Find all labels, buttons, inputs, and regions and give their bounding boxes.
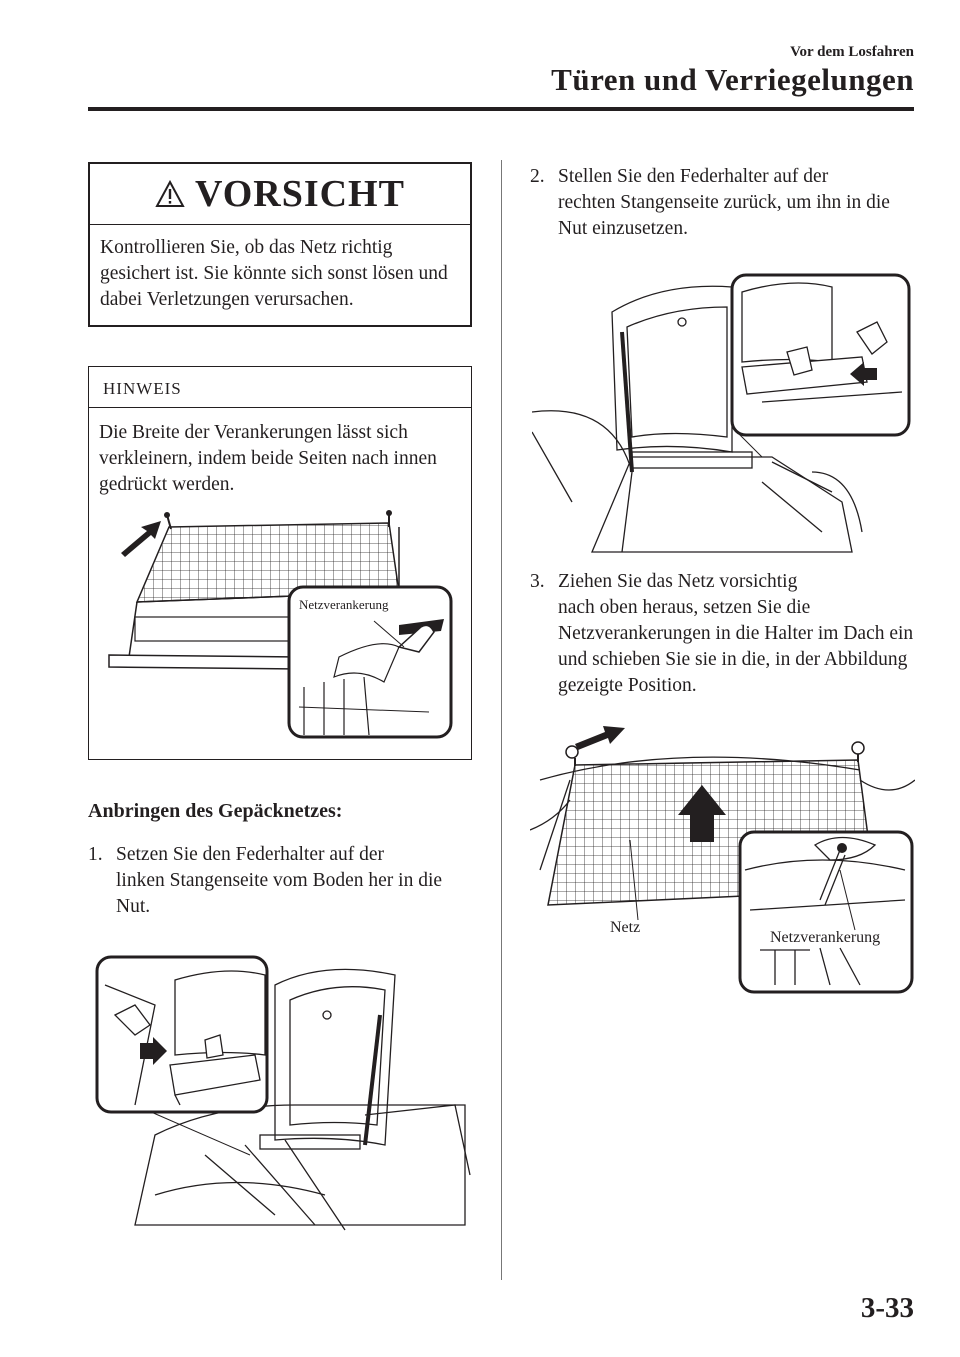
column-divider: [501, 160, 502, 1280]
note-text: Die Breite der Verankerungen lässt sich …: [99, 422, 437, 495]
header-rule: [88, 107, 914, 111]
step-1-number: 1.: [88, 844, 103, 865]
step-3-text: nach oben heraus, setzen Sie die Netzver…: [558, 597, 914, 696]
caution-text: Kontrollieren Sie, ob das Netz richtig g…: [100, 237, 448, 310]
note-box: HINWEIS Die Breite der Verankerungen läs…: [88, 366, 472, 760]
step-1-illustration: [95, 955, 471, 1231]
figure-label-anchor-3: Netzverankerung: [770, 929, 880, 946]
step-3-line1: Ziehen Sie das Netz vorsichtig: [558, 571, 798, 592]
step-2-line1: Stellen Sie den Federhalter auf der: [558, 166, 829, 187]
step-1-text: linken Stangenseite vom Boden her in die…: [116, 870, 443, 917]
step-2: 2. Stellen Sie den Federhalter auf der re…: [530, 164, 920, 242]
figure-label-net: Netz: [610, 919, 640, 936]
note-title: HINWEIS: [89, 367, 471, 408]
page-title: Türen und Verriegelungen: [551, 62, 914, 97]
step-2-text: rechten Stangenseite zurück, um ihn in d…: [558, 192, 890, 239]
step-2-illustration: [532, 273, 911, 553]
step-3: 3. Ziehen Sie das Netz vorsichtig nach ob…: [530, 569, 920, 699]
caution-box: VORSICHT Kontrollieren Sie, ob das Netz …: [88, 162, 472, 327]
step-1: 1. Setzen Sie den Federhalter auf der lin…: [88, 842, 478, 920]
figure-label-anchor: Netzverankerung: [299, 597, 389, 612]
warning-icon: [155, 180, 185, 207]
page-number: 3-33: [860, 1292, 914, 1324]
anchor-width-illustration: Netzverankerung: [108, 510, 453, 739]
step-3-number: 3.: [530, 571, 545, 592]
section-heading: Anbringen des Gepäcknetzes:: [88, 800, 343, 822]
step-3-illustration: Netz Netzverankerung: [530, 726, 915, 994]
step-1-line1: Setzen Sie den Federhalter auf der: [116, 844, 385, 865]
caution-title: VORSICHT: [195, 173, 405, 215]
step-2-number: 2.: [530, 166, 545, 187]
caution-header: VORSICHT: [90, 164, 470, 225]
section-label: Vor dem Losfahren: [790, 44, 914, 60]
